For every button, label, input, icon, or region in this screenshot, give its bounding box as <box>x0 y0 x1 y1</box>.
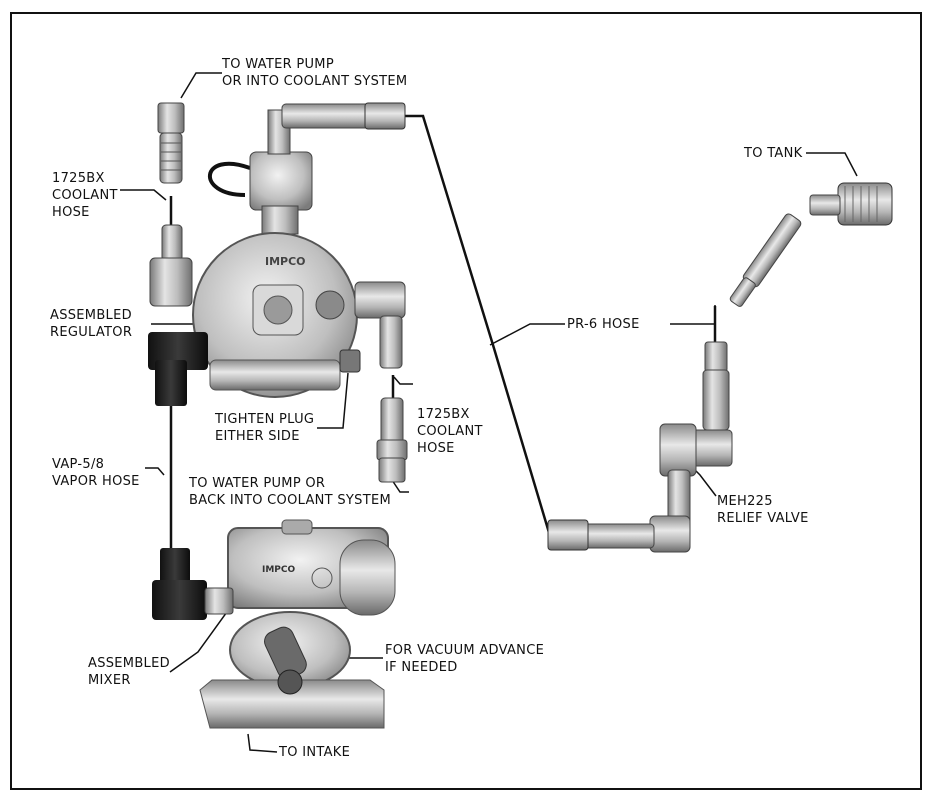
pr6-hose-fittings <box>547 341 733 553</box>
tank-fitting <box>729 182 893 307</box>
solenoid-assembly <box>207 102 406 235</box>
assembled-mixer: IMPCO <box>199 519 396 729</box>
vapor-elbow-regulator <box>148 332 208 406</box>
label-tighten-plug: TIGHTEN PLUG EITHER SIDE <box>215 412 315 444</box>
mixer-brand-text: IMPCO <box>262 565 296 575</box>
label-water-pump-bottom: TO WATER PUMP OR BACK INTO COOLANT SYSTE… <box>189 476 391 508</box>
label-water-pump-top: TO WATER PUMP OR INTO COOLANT SYSTEM <box>222 57 408 89</box>
regulator-coolant-elbow-left <box>149 224 193 307</box>
regulator-brand-text: IMPCO <box>265 255 306 268</box>
coolant-fitting-top <box>157 102 185 184</box>
regulator-coolant-elbow-right <box>354 281 406 369</box>
label-vacuum-advance: FOR VACUUM ADVANCE IF NEEDED <box>385 643 545 675</box>
label-to-intake: TO INTAKE <box>279 745 351 760</box>
tighten-plug <box>339 349 361 373</box>
vapor-elbow-mixer <box>152 548 234 620</box>
label-relief-valve: MEH225 RELIEF VALVE <box>717 494 809 526</box>
label-assembled-mixer: ASSEMBLED MIXER <box>88 656 170 688</box>
label-to-tank: TO TANK <box>744 146 803 161</box>
label-assembled-regulator: ASSEMBLED REGULATOR <box>50 308 133 340</box>
label-pr6-hose: PR-6 HOSE <box>567 317 640 332</box>
coolant-fitting-bottom-right <box>376 397 408 483</box>
label-coolant-hose-right: 1725BX COOLANT HOSE <box>417 407 483 456</box>
label-vapor-hose: VAP-5/8 VAPOR HOSE <box>52 457 140 489</box>
assembled-regulator: IMPCO <box>192 232 358 398</box>
label-coolant-hose-left: 1725BX COOLANT HOSE <box>52 171 118 220</box>
diagram-frame <box>10 12 922 790</box>
